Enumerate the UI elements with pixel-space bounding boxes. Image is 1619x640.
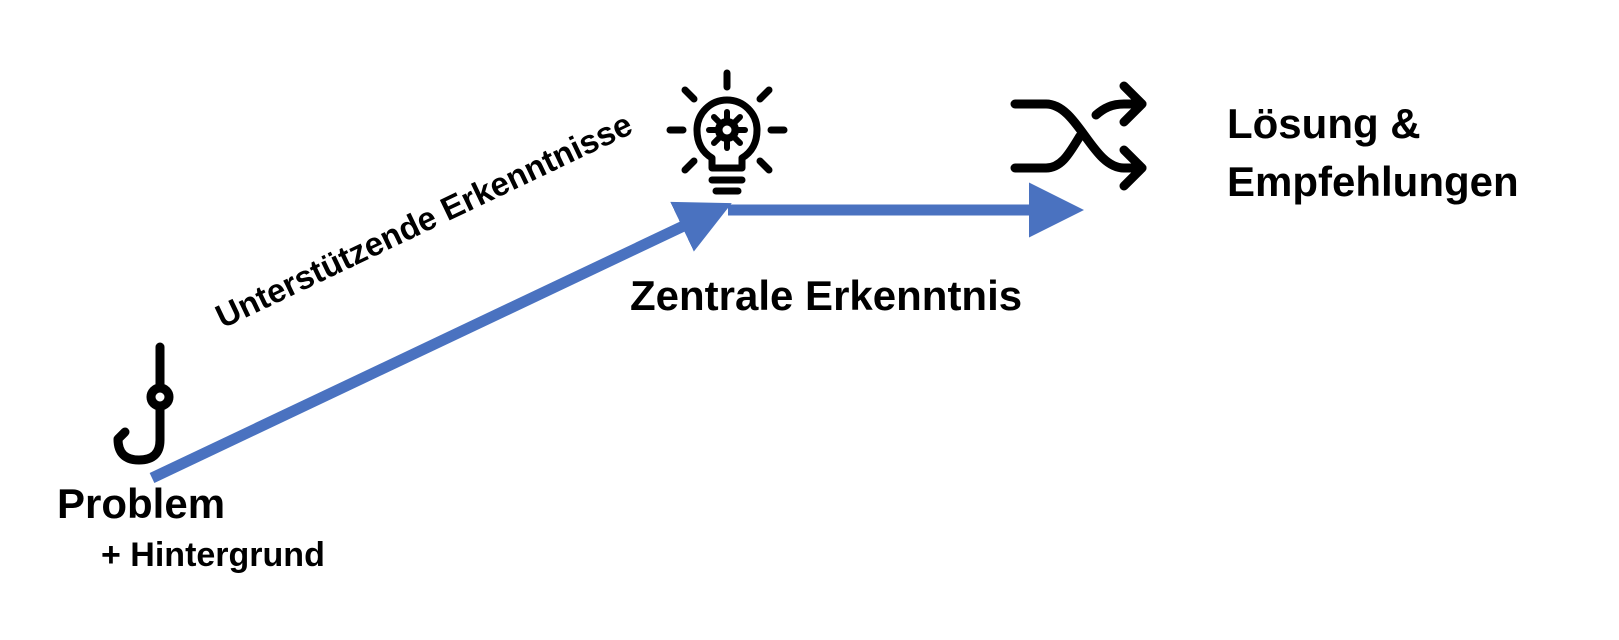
solution-label-line2: Empfehlungen bbox=[1227, 158, 1519, 205]
central-insight-label: Zentrale Erkenntnis bbox=[630, 272, 1023, 319]
problem-label: Problem bbox=[57, 480, 226, 527]
fishhook-icon bbox=[113, 342, 174, 465]
background-sublabel: + Hintergrund bbox=[101, 536, 325, 574]
solution-label-line1: Lösung & bbox=[1227, 100, 1421, 147]
lightbulb-gear-icon bbox=[666, 69, 788, 195]
solution-label: Lösung & Empfehlungen bbox=[1227, 95, 1519, 211]
supporting-insights-arrow bbox=[149, 201, 732, 483]
shuffle-arrows-icon bbox=[1010, 81, 1147, 191]
